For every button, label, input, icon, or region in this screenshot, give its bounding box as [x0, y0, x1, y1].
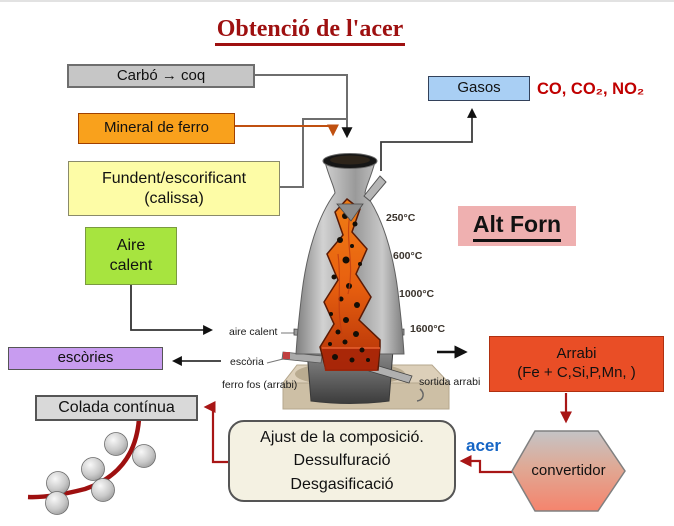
fundent-box: Fundent/escorificant (calissa)	[68, 161, 280, 216]
temp-label-1000: 1000°C	[399, 288, 435, 300]
convertidor-label: convertidor	[531, 462, 606, 479]
slag-hook-pipe	[416, 388, 424, 402]
carbo-to-furnace-line	[255, 74, 353, 139]
carbo-coq-box: Carbó → coq	[67, 64, 255, 88]
charge-chunks	[328, 213, 370, 363]
aire-to-furnace-line	[130, 285, 213, 335]
casting-strand-curve	[27, 418, 142, 500]
charging-bell	[336, 203, 364, 222]
continuous-casting-illustration	[27, 418, 156, 515]
temp-label-250: 250°C	[386, 212, 416, 224]
fundent-to-furnace-line	[280, 118, 346, 188]
aire-calent-box: Aire calent	[85, 227, 177, 285]
alt-forn-title-box: Alt Forn	[458, 206, 576, 246]
mineral-to-furnace-line	[235, 124, 339, 137]
convertidor-to-ajust-arrow	[459, 454, 512, 474]
escoria-tap-pipe	[281, 351, 323, 364]
furnace-label-aire-calent: aire calent	[229, 326, 278, 338]
furnace-to-gasos-line	[380, 108, 477, 171]
acer-label: acer	[466, 436, 501, 455]
furnace-label-ferro-fos: ferro fos (arrabi)	[222, 379, 298, 391]
temp-label-600: 600°C	[393, 250, 423, 262]
temp-label-1600: 1600°C	[410, 323, 446, 335]
gasos-box: Gasos	[428, 76, 530, 101]
convertidor-hexagon	[511, 430, 626, 512]
connector-lines	[130, 74, 477, 366]
furnace-label-escoria: escòria	[230, 356, 264, 368]
arrabi-box: Arrabi (Fe + C,Si,P,Mn, )	[489, 336, 664, 392]
blast-furnace-illustration	[281, 153, 451, 410]
furnace-label-sortida-arrabi: sortida arrabi	[419, 376, 481, 388]
mineral-ferro-box: Mineral de ferro	[78, 113, 235, 144]
gases-formula-label: CO, CO₂, NO₂	[537, 80, 645, 98]
page-title: Obtenció de l'acer	[100, 16, 520, 46]
red-process-arrows	[203, 393, 573, 474]
ajust-composicio-box: Ajust de la composició. Dessulfuració De…	[228, 420, 456, 502]
gas-offtake-pipe	[363, 175, 387, 202]
lava-streaks	[337, 213, 352, 335]
ajust-to-colada-arrow	[203, 400, 228, 464]
colada-continua-box: Colada contínua	[35, 395, 198, 421]
escories-box: escòries	[8, 347, 163, 370]
casting-rollers	[45, 432, 156, 515]
